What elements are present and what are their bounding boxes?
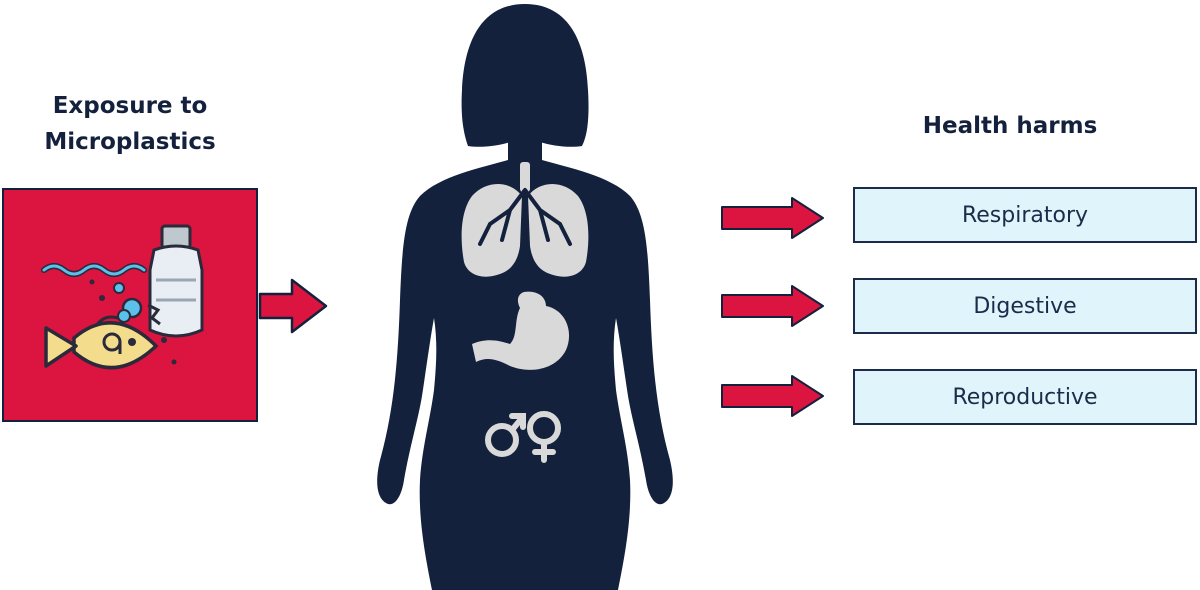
health-harms-title: Health harms bbox=[922, 113, 1098, 139]
gender-symbols-icon bbox=[485, 411, 561, 463]
harm-box-respiratory: Respiratory bbox=[853, 187, 1197, 243]
fish-icon bbox=[44, 315, 159, 370]
exposure-title: Exposure to Microplastics bbox=[20, 88, 240, 160]
exposure-title-line1: Exposure to bbox=[52, 93, 208, 119]
female-silhouette-icon bbox=[377, 4, 673, 590]
arrow-to-respiratory bbox=[721, 197, 824, 239]
arrow-to-digestive bbox=[721, 285, 824, 327]
lungs-icon bbox=[461, 162, 589, 277]
exposure-title-line2: Microplastics bbox=[44, 129, 216, 155]
bottle-icon bbox=[147, 224, 204, 338]
exposure-source-box bbox=[2, 188, 258, 422]
arrow-to-reproductive bbox=[721, 375, 824, 417]
stomach-icon bbox=[472, 291, 570, 370]
harm-box-digestive: Digestive bbox=[853, 278, 1197, 334]
ocean-pollution-icon bbox=[41, 224, 204, 370]
exposure-arrow bbox=[258, 278, 328, 334]
harm-box-reproductive: Reproductive bbox=[853, 369, 1197, 425]
